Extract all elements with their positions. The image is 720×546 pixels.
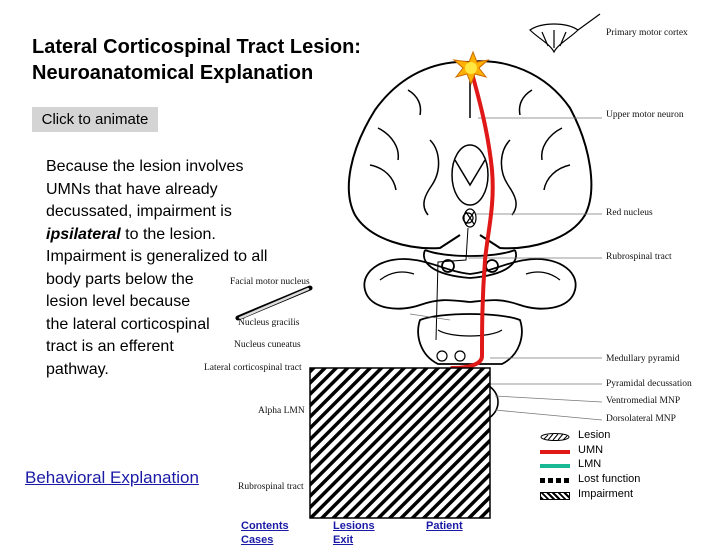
label-nucleus-gracilis: Nucleus gracilis (238, 318, 300, 328)
explanation-line: ipsilateral to the lesion. (46, 224, 316, 247)
label-alpha-lmn: Alpha LMN (258, 406, 305, 416)
exit-link[interactable]: Exit (333, 534, 354, 546)
cerebrum-drawing (347, 60, 593, 250)
lesion-swatch-icon (540, 433, 570, 441)
contents-link[interactable]: Contents (241, 520, 289, 532)
behavioral-explanation-link[interactable]: Behavioral Explanation (25, 468, 199, 487)
label-dorsolateral-mnp: Dorsolateral MNP (606, 414, 676, 424)
animate-button[interactable]: Click to animate (32, 107, 158, 132)
ipsilateral-emphasis: ipsilateral (46, 225, 121, 243)
explanation-line: tract is an efferent (46, 338, 174, 355)
label-medullary-pyramid: Medullary pyramid (606, 354, 680, 364)
explanation-line: UMNs that have already (46, 180, 218, 198)
legend-label: Lost function (578, 473, 641, 485)
title-line-2: Neuroanatomical Explanation (32, 62, 314, 84)
lmn-swatch (540, 464, 570, 468)
label-ventromedial-mnp: Ventromedial MNP (606, 396, 681, 406)
label-upper-motor-neuron: Upper motor neuron (606, 110, 684, 120)
pons-drawing (363, 258, 577, 310)
label-rubrospinal-tract: Rubrospinal tract (606, 252, 672, 262)
label-nucleus-cuneatus: Nucleus cuneatus (234, 340, 301, 350)
umn-path (450, 64, 495, 370)
cortex-inset-drawing (529, 13, 601, 54)
cases-link[interactable]: Cases (241, 534, 274, 546)
label-rubrospinal-tract-lower: Rubrospinal tract (238, 482, 304, 492)
midbrain-drawing (423, 212, 517, 279)
neuroanatomy-diagram (235, 13, 603, 519)
legend-label: Impairment (578, 488, 634, 500)
explanation-line: decussated, impairment is (46, 203, 232, 220)
explanation-line: Impairment is generalized to all (46, 248, 268, 265)
explanation-text: Because the lesion involves UMNs that ha… (46, 156, 316, 381)
label-facial-motor-nucleus: Facial motor nucleus (230, 277, 310, 287)
label-red-nucleus: Red nucleus (606, 208, 653, 218)
label-lateral-corticospinal-tract: Lateral corticospinal tract (204, 363, 302, 373)
explanation-line: Because the lesion involves (46, 158, 244, 175)
red-nucleus-marker (463, 208, 477, 228)
explanation-line: the lateral corticospinal (46, 315, 210, 333)
legend-label: Lesion (578, 429, 611, 441)
label-primary-motor-cortex: Primary motor cortex (606, 28, 688, 38)
explanation-line: body parts below the (46, 270, 194, 288)
page-title: Lateral Corticospinal Tract Lesion: Neur… (32, 34, 452, 86)
lost-function-swatch (540, 478, 570, 483)
rubrospinal-tract-line (435, 227, 469, 341)
explanation-fragment: to the lesion. (120, 225, 216, 243)
impairment-swatch (540, 492, 570, 500)
lesions-link[interactable]: Lesions (333, 520, 375, 532)
title-line-1: Lateral Corticospinal Tract Lesion: (32, 36, 361, 58)
label-pyramidal-decussation: Pyramidal decussation (606, 379, 692, 389)
medulla-drawing (417, 313, 523, 365)
legend-label: LMN (578, 458, 602, 470)
lesion-star-icon (452, 50, 490, 86)
explanation-line: pathway. (46, 360, 109, 378)
umn-swatch (540, 450, 570, 454)
patient-link[interactable]: Patient (426, 520, 463, 532)
explanation-line: lesion level because (46, 293, 191, 310)
impairment-area (309, 367, 491, 519)
legend-label: UMN (578, 444, 604, 456)
